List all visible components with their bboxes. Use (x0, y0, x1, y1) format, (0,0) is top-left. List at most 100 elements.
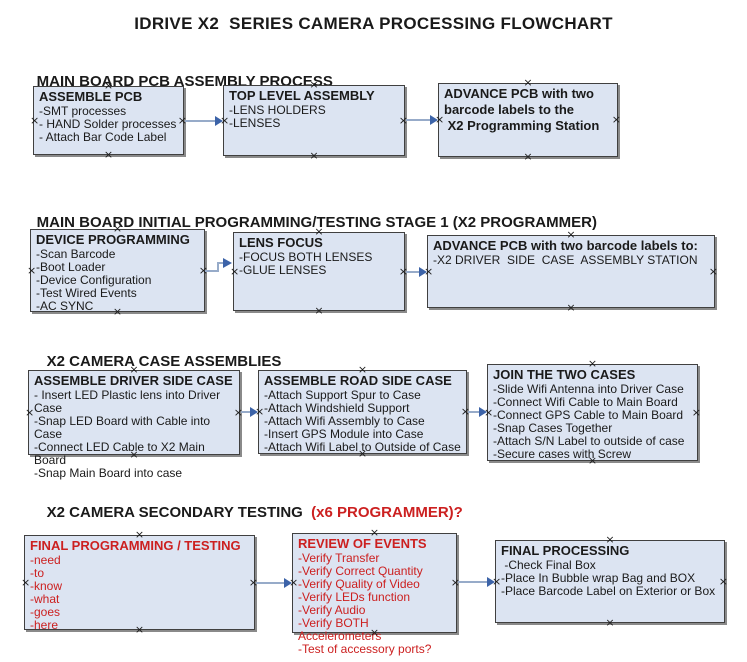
section-heading-text: MAIN BOARD INITIAL PROGRAMMING/TESTING S… (36, 214, 597, 231)
section-heading-red-suffix: (x6 PROGRAMMER)? (306, 504, 463, 521)
box-item-list: -Attach Support Spur to Case-Attach Wind… (264, 389, 461, 454)
box-item: -Verify BOTH Accelerometers (298, 616, 382, 643)
connector-arrow[interactable] (458, 577, 495, 587)
box-item: -Boot Loader (36, 260, 106, 274)
box-item: -what (30, 592, 60, 606)
box-item: -LENS HOLDERS (229, 103, 326, 117)
box-item: -here (30, 618, 59, 632)
box-item: -Place In Bubble wrap Bag and BOX (501, 571, 696, 585)
box-item: -need (30, 553, 61, 567)
box-item: -Verify LEDs function (298, 590, 411, 604)
flow-box-lens-focus[interactable]: LENS FOCUS -FOCUS BOTH LENSES-GLUE LENSE… (230, 226, 408, 316)
box-item-list: -Check Final Box-Place In Bubble wrap Ba… (501, 559, 719, 598)
flow-box-final-programming-testing[interactable]: FINAL PROGRAMMING / TESTING -need-to-kno… (21, 529, 258, 635)
box-item-list: - Insert LED Plastic lens into Driver Ca… (34, 389, 234, 480)
flow-box-assemble-pcb[interactable]: ASSEMBLE PCB -SMT processes- HAND Solder… (30, 80, 187, 160)
connector-arrow[interactable] (406, 115, 438, 125)
box-item: -X2 DRIVER SIDE CASE ASSEMBLY STATION (433, 253, 698, 267)
box-item: -Place Barcode Label on Exterior or Box (501, 584, 716, 598)
flow-box-advance-pcb-case-assembly[interactable]: ADVANCE PCB with two barcode labels to: … (424, 229, 718, 313)
box-title: JOIN THE TWO CASES (493, 367, 636, 382)
box-item: -FOCUS BOTH LENSES (239, 250, 373, 264)
flow-box-join-the-two-cases[interactable]: JOIN THE TWO CASES -Slide Wifi Antenna i… (484, 358, 701, 466)
box-item: -Snap LED Board with Cable into Case (34, 414, 214, 441)
connection-handle-icon: × (314, 304, 324, 317)
box-item-list: -Scan Barcode-Boot Loader-Device Configu… (36, 248, 199, 313)
box-item: -Check Final Box (501, 558, 596, 572)
box-item: -LENSES (229, 116, 281, 130)
section-heading-text: X2 CAMERA SECONDARY TESTING (46, 504, 307, 521)
connection-handle-icon: × (566, 301, 576, 314)
box-item-list: -FOCUS BOTH LENSES-GLUE LENSES (239, 251, 399, 277)
connector-arrow[interactable] (205, 256, 233, 274)
box-item: -Verify Transfer (298, 551, 380, 565)
flow-box-assemble-road-side-case[interactable]: ASSEMBLE ROAD SIDE CASE -Attach Support … (255, 364, 470, 459)
page-title: IDRIVE X2 SERIES CAMERA PROCESSING FLOWC… (134, 14, 613, 33)
box-title: ASSEMBLE DRIVER SIDE CASE (34, 373, 233, 388)
box-title: REVIEW OF EVENTS (298, 536, 427, 551)
box-item: -Insert GPS Module into Case (264, 427, 424, 441)
box-item: -Verify Correct Quantity (298, 564, 423, 578)
connection-handle-icon: × (309, 149, 319, 162)
box-title: ADVANCE PCB with two barcode labels to t… (444, 86, 600, 133)
box-item: -to (30, 566, 45, 580)
box-item-list: -SMT processes- HAND Solder processes- A… (39, 105, 178, 144)
box-title: FINAL PROCESSING (501, 543, 630, 558)
flow-box-top-level-assembly[interactable]: TOP LEVEL ASSEMBLY -LENS HOLDERS-LENSES … (220, 79, 408, 161)
connector-arrow[interactable] (256, 578, 292, 588)
box-title: ASSEMBLE ROAD SIDE CASE (264, 373, 452, 388)
connection-handle-icon: × (708, 264, 718, 278)
box-title: TOP LEVEL ASSEMBLY (229, 88, 375, 103)
section-heading-initial-programming: MAIN BOARD INITIAL PROGRAMMING/TESTING S… (20, 197, 597, 248)
box-item: -GLUE LENSES (239, 263, 327, 277)
box-item: -Attach Support Spur to Case (264, 388, 421, 402)
connection-handle-icon: × (30, 113, 40, 127)
connector-arrow[interactable] (468, 407, 487, 417)
box-item: - HAND Solder processes (39, 117, 177, 131)
flow-box-advance-pcb-programming-station[interactable]: ADVANCE PCB with two barcode labels to t… (435, 77, 621, 162)
flow-box-final-processing[interactable]: FINAL PROCESSING -Check Final Box-Place … (492, 534, 728, 628)
flow-box-device-programming[interactable]: DEVICE PROGRAMMING -Scan Barcode-Boot Lo… (27, 223, 208, 317)
flow-box-review-of-events[interactable]: REVIEW OF EVENTS -Verify Transfer-Verify… (289, 527, 460, 656)
box-item-list: -Verify Transfer-Verify Correct Quantity… (298, 552, 451, 656)
box-item: -Test of accessory ports? (298, 642, 432, 656)
box-item: -Connect Wifi Cable to Main Board (493, 395, 678, 409)
box-title: ASSEMBLE PCB (39, 89, 143, 104)
box-item: -Attach Wifi Label to Outside of Case (264, 440, 461, 454)
connector-arrow[interactable] (241, 407, 258, 417)
box-item: -Test Wired Events (36, 286, 137, 300)
box-item: -Snap Main Board into case (34, 466, 183, 480)
connection-handle-icon: × (718, 574, 728, 588)
flow-box-assemble-driver-side-case[interactable]: ASSEMBLE DRIVER SIDE CASE - Insert LED P… (25, 364, 243, 480)
box-item: -Secure cases with Screw (493, 447, 632, 461)
box-title: ADVANCE PCB with two barcode labels to: (433, 238, 698, 253)
box-item: -goes (30, 605, 61, 619)
box-item-list: -Slide Wifi Antenna into Driver Case-Con… (493, 383, 692, 461)
box-item: -Scan Barcode (36, 247, 116, 261)
connector-arrow[interactable] (406, 267, 427, 277)
box-item: -Connect GPS Cable to Main Board (493, 408, 684, 422)
connection-handle-icon: × (611, 113, 621, 126)
section-heading-text: X2 CAMERA CASE ASSEMBLIES (46, 353, 282, 370)
box-item: - Attach Bar Code Label (39, 130, 167, 144)
box-item: -Device Configuration (36, 273, 152, 287)
connection-handle-icon: × (25, 405, 35, 419)
connection-handle-icon: × (21, 575, 31, 589)
connector-arrow[interactable] (185, 116, 223, 126)
box-title: DEVICE PROGRAMMING (36, 232, 190, 247)
box-item: -know (30, 579, 63, 593)
box-item: -Verify Audio (298, 603, 366, 617)
box-item: -Attach Windshield Support (264, 401, 410, 415)
connection-handle-icon: × (27, 263, 37, 277)
connection-handle-icon: × (103, 148, 114, 161)
box-item: -Connect LED Cable to X2 Main Board (34, 440, 209, 467)
box-item: - Insert LED Plastic lens into Driver Ca… (34, 388, 224, 415)
section-heading-secondary-testing: X2 CAMERA SECONDARY TESTING (x6 PROGRAMM… (30, 487, 463, 538)
box-item: -Slide Wifi Antenna into Driver Case (493, 382, 684, 396)
box-title: LENS FOCUS (239, 235, 323, 250)
box-item: -Snap Cases Together (493, 421, 613, 435)
box-item: -Verify Quality of Video (298, 577, 420, 591)
box-item: -Attach Wifi Assembly to Case (264, 414, 425, 428)
box-item-list: -need-to-know-what-goes-here (30, 554, 249, 632)
